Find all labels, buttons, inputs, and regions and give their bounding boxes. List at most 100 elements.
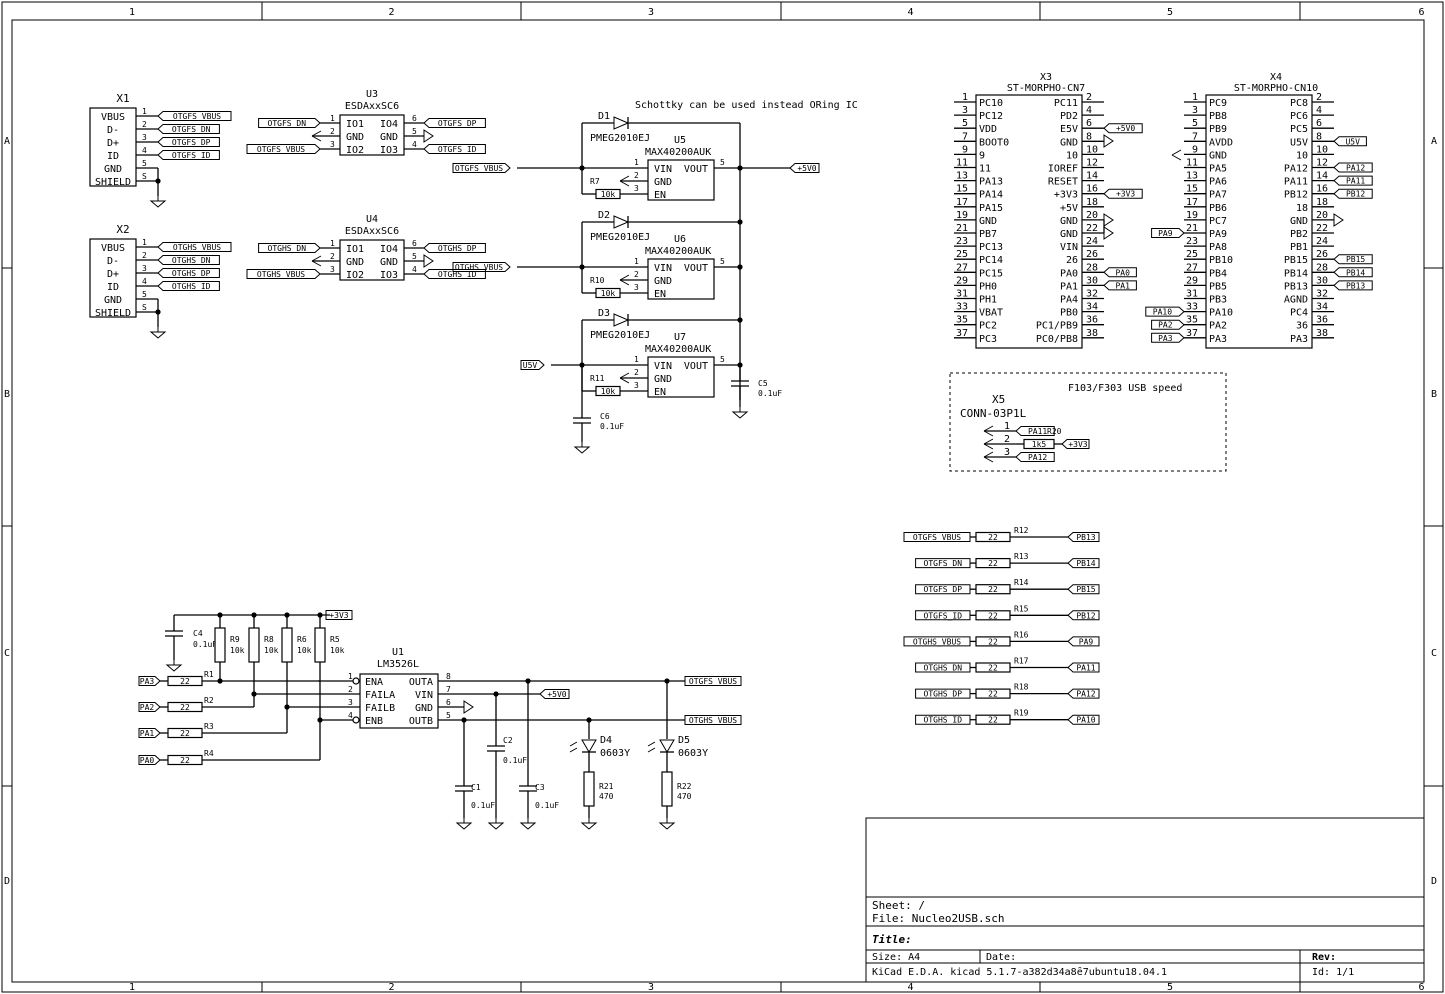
net-label: OTGHS_VBUS bbox=[246, 269, 321, 279]
ground-symbol bbox=[573, 442, 591, 454]
pin-name: FAILA bbox=[365, 690, 395, 701]
connector-ref: X2 bbox=[116, 223, 129, 236]
led-light-icon bbox=[647, 741, 656, 753]
pin-name: VIN bbox=[654, 361, 672, 372]
net-label-text: OTGFS_VBUS bbox=[173, 112, 221, 121]
pin-number: 16 bbox=[1316, 184, 1328, 195]
pin-name: GND bbox=[380, 257, 398, 268]
pin-name: PC7 bbox=[1209, 216, 1227, 227]
pin-number: 25 bbox=[956, 249, 968, 260]
schottky-diode bbox=[613, 116, 630, 130]
diode-ref: D1 bbox=[598, 111, 610, 122]
net-label-frame bbox=[684, 676, 742, 686]
pin-name: IO1 bbox=[346, 119, 364, 130]
net-label-frame bbox=[325, 610, 353, 620]
pin-number: 1 bbox=[962, 92, 968, 103]
net-label: OTGFS_DP bbox=[157, 137, 220, 147]
resistor-ref: R1 bbox=[204, 670, 214, 679]
pin-name: PA9 bbox=[1209, 229, 1227, 240]
resistor-ref: R17 bbox=[1014, 657, 1029, 666]
net-label: OTGHS_DP bbox=[915, 688, 971, 699]
resistor-value: 22 bbox=[180, 703, 190, 712]
net-label: U5V bbox=[1333, 136, 1367, 146]
resistor-ref: R21 bbox=[599, 782, 614, 791]
net-label-frame bbox=[157, 137, 220, 147]
pin-name: PC5 bbox=[1290, 124, 1308, 135]
column-number: 5 bbox=[1167, 982, 1173, 993]
ground-symbol bbox=[455, 818, 473, 830]
net-label-frame bbox=[915, 610, 971, 621]
column-number: 6 bbox=[1418, 7, 1424, 18]
net-label-frame bbox=[138, 728, 161, 738]
pin-number: 37 bbox=[1186, 328, 1198, 339]
net-label-frame bbox=[258, 118, 321, 128]
pin-name: 26 bbox=[1066, 255, 1078, 266]
net-label: PB13 bbox=[1333, 280, 1373, 291]
net-label-text: PA2 bbox=[140, 703, 155, 712]
note-usb-speed: F103/F303 USB speed bbox=[1068, 383, 1182, 394]
net-label-frame bbox=[258, 243, 321, 253]
pin-number: 18 bbox=[1316, 197, 1328, 208]
net-label-frame bbox=[1061, 439, 1090, 449]
pin-name: PC9 bbox=[1209, 98, 1227, 109]
net-label-text: OTGFS_DN bbox=[268, 119, 307, 128]
resistor-value: 10k bbox=[601, 190, 616, 199]
net-label: +5V0 bbox=[789, 163, 820, 173]
resistor-ref: R22 bbox=[677, 782, 692, 791]
net-label: PA9 bbox=[1151, 228, 1185, 238]
net-label: OTGFS_ID bbox=[423, 144, 486, 154]
net-label-text: OTGHS_DP bbox=[172, 269, 211, 278]
net-label-text: PB13 bbox=[1346, 281, 1365, 290]
net-label-text: PB14 bbox=[1076, 559, 1095, 568]
pin-name: PB2 bbox=[1290, 229, 1308, 240]
pin-number: 26 bbox=[1316, 249, 1328, 260]
net-label: OTGHS_DN bbox=[157, 255, 220, 265]
net-label: OTGFS_ID bbox=[915, 610, 971, 621]
pin-number: 5 bbox=[142, 159, 147, 168]
pin-number: 38 bbox=[1086, 328, 1098, 339]
pin-number: 1 bbox=[1004, 421, 1010, 432]
pin-number: 34 bbox=[1086, 302, 1098, 313]
resistor-value: 10k bbox=[601, 289, 616, 298]
capacitor-value: 0.1uF bbox=[193, 640, 217, 649]
pin-number: 13 bbox=[956, 171, 968, 182]
pin-name: U5V bbox=[1290, 137, 1308, 148]
pin-number: 17 bbox=[1186, 197, 1198, 208]
pin-number: 13 bbox=[1186, 171, 1198, 182]
pin-name: D- bbox=[107, 125, 119, 136]
net-label-text: PA1 bbox=[140, 729, 155, 738]
row-letter: C bbox=[1431, 648, 1437, 659]
connector-body bbox=[89, 107, 137, 187]
pin-number: 1 bbox=[142, 238, 147, 247]
net-label: U5V bbox=[520, 360, 545, 370]
column-number: 1 bbox=[129, 982, 135, 993]
net-label-text: OTGFS_ID bbox=[438, 145, 477, 154]
ground-symbol bbox=[149, 327, 167, 339]
ground-symbol bbox=[1333, 213, 1344, 227]
ground-symbol bbox=[580, 818, 598, 830]
net-label-text: PA3 bbox=[140, 677, 155, 686]
resistor-value: 22 bbox=[180, 729, 190, 738]
pullup-resistor bbox=[281, 627, 293, 663]
column-number: 1 bbox=[129, 7, 135, 18]
resistor-ref: R14 bbox=[1014, 578, 1029, 587]
pin-name: GND bbox=[1060, 229, 1078, 240]
pin-number: 29 bbox=[956, 275, 968, 286]
net-label-text: OTGFS_VBUS bbox=[455, 164, 503, 173]
arrow bbox=[1171, 149, 1182, 161]
arrow bbox=[983, 425, 994, 437]
resistor-ref: R3 bbox=[204, 722, 214, 731]
pin-number: 5 bbox=[962, 118, 968, 129]
pin-number: 37 bbox=[956, 328, 968, 339]
pin-name: VBAT bbox=[979, 308, 1003, 319]
pin-name: GND bbox=[1060, 137, 1078, 148]
resistor-value: 22 bbox=[180, 756, 190, 765]
pin-number: 3 bbox=[634, 184, 639, 193]
pin-number: 35 bbox=[1186, 315, 1198, 326]
ic-ref: U5 bbox=[674, 135, 686, 146]
morpho-header-body bbox=[975, 94, 1083, 349]
resistor-value: 22 bbox=[180, 677, 190, 686]
pin-name: PB5 bbox=[1209, 281, 1227, 292]
pin-name: GND bbox=[104, 295, 122, 306]
net-label-frame bbox=[138, 702, 161, 712]
